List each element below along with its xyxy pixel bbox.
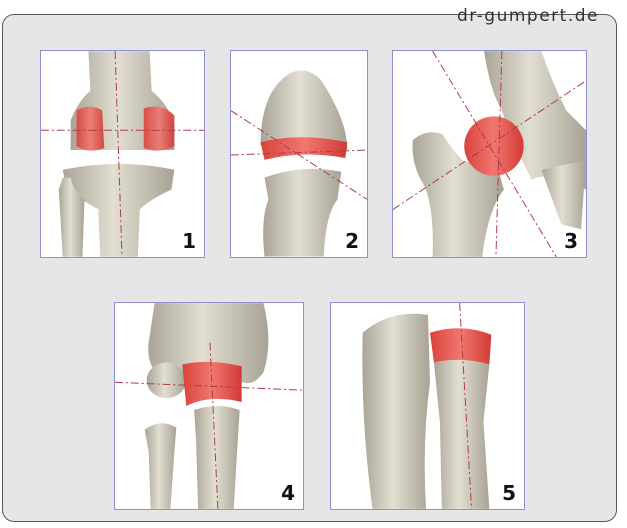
watermark: dr-gumpert.de (457, 6, 599, 26)
panel-number: 4 (281, 481, 295, 505)
panel-number: 5 (502, 481, 516, 505)
panel-number: 1 (182, 229, 196, 253)
panel-ellipsoid-joint: 2 (230, 50, 368, 258)
panel-number: 3 (564, 229, 578, 253)
panel-knee: 1 (40, 50, 205, 258)
panel-hinge-joint: 4 (114, 302, 304, 510)
pivot-joint-illustration (331, 303, 524, 509)
ball-socket-joint-illustration (393, 51, 586, 257)
hinge-joint-illustration (115, 303, 303, 509)
knee-joint-illustration (41, 51, 204, 257)
ellipsoid-joint-illustration (231, 51, 367, 257)
panel-ball-socket-joint: 3 (392, 50, 587, 258)
panel-number: 2 (345, 229, 359, 253)
panel-pivot-joint: 5 (330, 302, 525, 510)
